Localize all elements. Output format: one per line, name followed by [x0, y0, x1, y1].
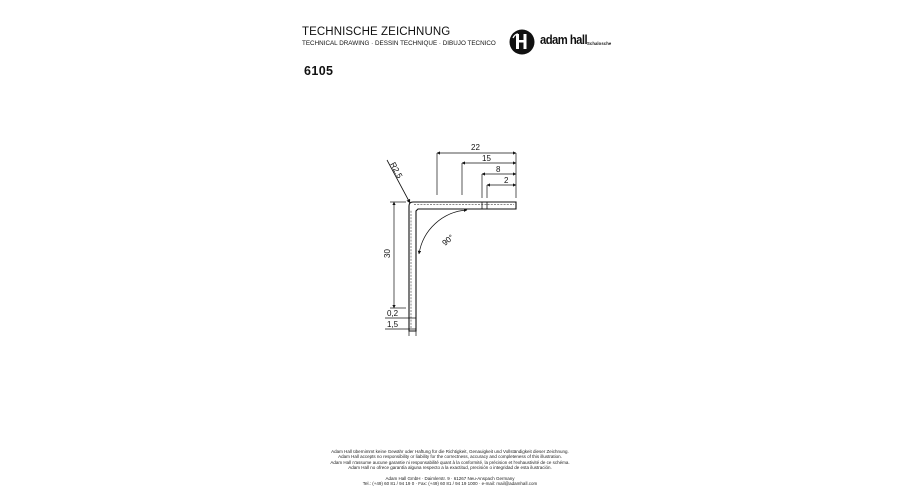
width-15-dimension: 15: [461, 154, 517, 195]
thickness-1-5-label: 1,5: [387, 320, 399, 329]
width-8-label: 8: [496, 165, 501, 174]
article-number: 6105: [304, 64, 334, 78]
angle-90-label: 90°: [441, 233, 456, 248]
thickness-0-2-label: 0,2: [387, 309, 399, 318]
brand-logo: adam hall Schalosche: [508, 28, 618, 56]
company-address: Adam Hall GmbH · Daimlerstr. 9 · 61267 N…: [385, 476, 515, 482]
disclaimer-line-de: Adam Hall übernimmt keine Gewähr oder Ha…: [331, 449, 569, 454]
width-22-dimension: 22: [436, 143, 517, 198]
brand-subline: Schalosche: [587, 41, 612, 46]
brand-wordmark: adam hall: [540, 33, 588, 47]
thickness-dimensions: 0,2 1,5: [385, 309, 417, 336]
page-subtitle: TECHNICAL DRAWING · DESSIN TECHNIQUE · D…: [302, 40, 496, 47]
width-2-label: 2: [504, 176, 509, 185]
width-8-dimension: 8: [481, 165, 517, 198]
adam-hall-ah-logo-icon: [509, 29, 535, 55]
disclaimer-footer: Adam Hall übernimmt keine Gewähr oder Ha…: [0, 449, 900, 487]
width-22-label: 22: [471, 143, 480, 152]
technical-drawing: R2,5 22 15 8 2 30 90°: [383, 143, 517, 336]
company-contact: Tel.: (+49) 60 81 / 94 19 0 · Fax: (+49)…: [362, 481, 538, 487]
disclaimer-line-en: Adam Hall accepts no responsibility or l…: [338, 454, 562, 460]
drawing-header: TECHNISCHE ZEICHNUNG TECHNICAL DRAWING ·…: [302, 26, 496, 49]
page-title: TECHNISCHE ZEICHNUNG: [302, 26, 451, 38]
radius-label: R2,5: [388, 161, 404, 181]
width-15-label: 15: [482, 154, 491, 163]
disclaimer-line-es: Adam Hall no ofrece garantía alguna resp…: [348, 464, 552, 470]
angle-90-dimension: 90°: [417, 208, 468, 255]
angle-profile: [408, 201, 517, 332]
radius-dimension: R2,5: [386, 159, 411, 204]
disclaimer-line-fr: Adam Hall n'assume aucune garantie ni re…: [330, 459, 570, 465]
height-30-dimension: 30: [383, 201, 406, 309]
height-30-label: 30: [383, 249, 392, 258]
width-2-dimension: 2: [486, 176, 517, 198]
